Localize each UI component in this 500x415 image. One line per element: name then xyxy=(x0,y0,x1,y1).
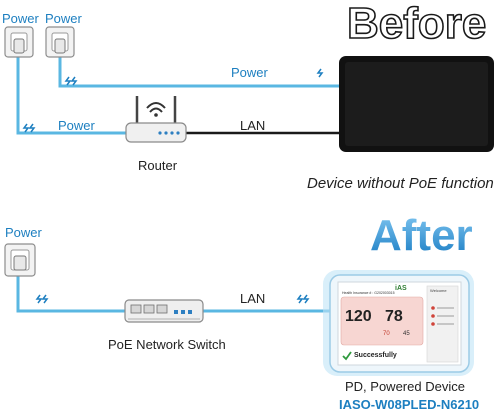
device-caption-after: PD, Powered Device xyxy=(345,379,465,394)
power-outlet-icon xyxy=(45,26,75,58)
device-sub-right: 45 xyxy=(403,331,410,337)
device-value-right: 78 xyxy=(385,308,403,325)
device-value-left: 120 xyxy=(345,308,372,325)
device-status: Successfully xyxy=(354,352,397,359)
router-label: Router xyxy=(138,158,178,173)
power-cable-left xyxy=(16,56,126,135)
power-label: Power xyxy=(2,11,39,26)
router-icon xyxy=(125,96,187,143)
poe-device xyxy=(323,270,474,376)
device-caption-before: Device without PoE function xyxy=(307,175,494,192)
power-cable-top xyxy=(58,56,340,88)
lan-label: LAN xyxy=(240,118,266,133)
display-device-before xyxy=(339,56,494,152)
switch-label: PoE Network Switch xyxy=(108,337,226,352)
power-outlet-icon xyxy=(4,243,36,277)
lan-label: LAN xyxy=(240,291,266,306)
power-line-label: Power xyxy=(58,118,95,133)
power-outlet-icon xyxy=(4,26,34,58)
device-screen-title: Health Insurance # : G202003015 xyxy=(342,291,395,295)
poe-power-cable xyxy=(16,276,125,313)
device-sidebar-header: Welcome xyxy=(430,288,447,293)
power-line-label: Power xyxy=(231,65,268,80)
after-heading: After xyxy=(370,211,473,260)
power-label: Power xyxy=(45,11,82,26)
poe-switch-icon xyxy=(124,299,204,323)
lightning-icon xyxy=(35,294,310,304)
device-logo: iAS xyxy=(395,285,407,292)
before-heading: Before xyxy=(346,0,487,48)
device-sub-left: 70 xyxy=(383,331,390,337)
lightning-icon xyxy=(22,68,324,133)
power-label: Power xyxy=(5,225,42,240)
device-model: IASO-W08PLED-N6210 xyxy=(339,397,480,412)
